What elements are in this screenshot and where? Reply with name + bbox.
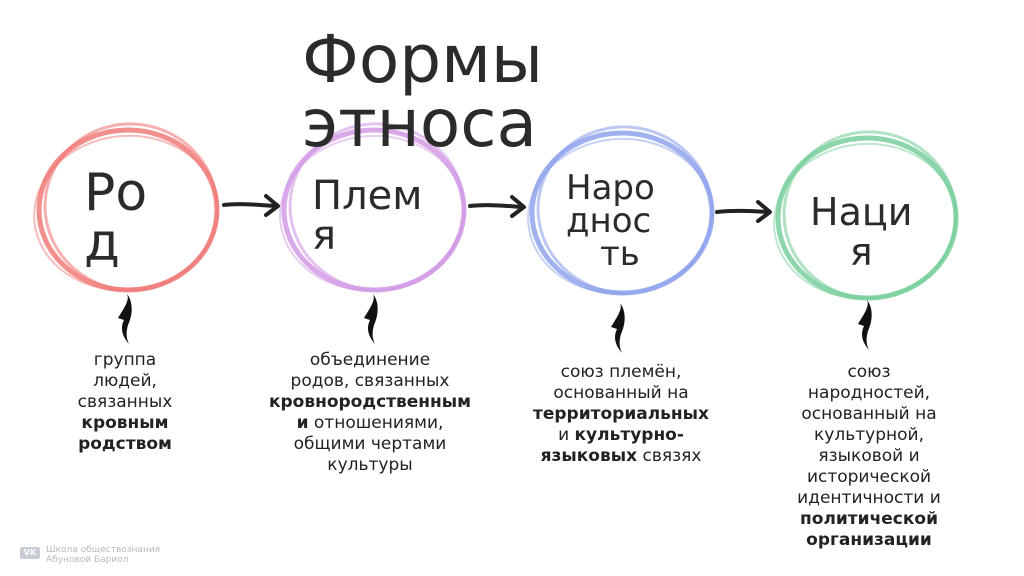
- pointer-narodnost: [611, 303, 625, 353]
- arrow-3: [715, 200, 772, 223]
- pointer-rod: [118, 294, 132, 344]
- node-label-rod: Ро д: [84, 163, 148, 273]
- circle-natsiya: [773, 130, 959, 301]
- title-line-2: этноса: [302, 85, 537, 162]
- pointer-plemya: [364, 294, 378, 344]
- circle-narodnost: [527, 125, 715, 296]
- node-label-natsiya: Наци я: [810, 190, 913, 274]
- desc-narodnost: союз племён, основанный на территориальн…: [532, 362, 709, 466]
- arrow-2: [468, 195, 526, 218]
- vk-logo-icon: VK: [20, 547, 40, 559]
- pointer-natsiya: [858, 300, 872, 350]
- watermark-text: Школа обществознания Абуновой Бариол: [46, 545, 161, 565]
- node-label-narodnost: Наро днос ть: [566, 168, 655, 274]
- arrow-1: [222, 194, 280, 217]
- desc-natsiya: союз народностей, основанный на культурн…: [797, 362, 941, 550]
- circle-plemya: [279, 122, 467, 293]
- desc-plemya: объединение родов, связанных кровнородст…: [268, 350, 472, 475]
- node-label-plemya: Плем я: [312, 173, 423, 259]
- circle-rod: [33, 122, 220, 293]
- desc-rod: группа людей, связанных кровным родством: [77, 350, 173, 454]
- title-line-1: Формы: [302, 21, 543, 98]
- page-title: Формы этноса: [302, 21, 543, 162]
